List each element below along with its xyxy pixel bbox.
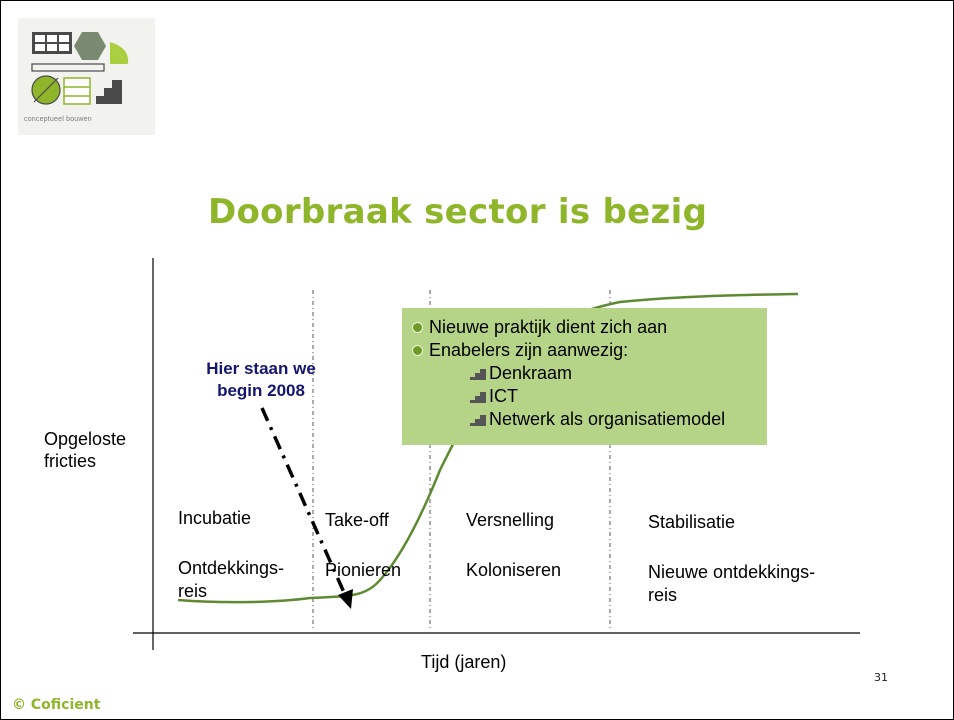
callout-bullet: Enabelers zijn aanwezig: [412,339,767,362]
logo-caption: conceptueel bouwen [24,116,92,123]
stairs-bullet-icon [470,391,486,403]
callout-bullet-text: Nieuwe praktijk dient zich aan [429,317,668,337]
callout-sub-item-text: ICT [489,386,518,406]
bullet-dot-icon [412,322,423,333]
stairs-bullet-icon [470,414,486,426]
bullet-dot-icon [412,345,423,356]
phase-activity-stabilisatie-line-1: Nieuwe ontdekkings- [648,562,816,582]
callout-sub-item-text: Netwerk als organisatiemodel [489,409,726,429]
callout-bullet-text: Enabelers zijn aanwezig: [429,340,629,360]
phase-activity-incubatie-line-2: reis [178,581,208,601]
slide-title: Doorbraak sector is bezig [208,192,708,232]
page-number: 31 [874,671,888,684]
phase-name-versnelling: Versnelling [466,510,555,530]
phase-name-incubatie: Incubatie [178,508,252,528]
annotation-line-2: begin 2008 [217,381,305,400]
annotation-line-1: Hier staan we [206,359,316,378]
phase-name-stabilisatie: Stabilisatie [648,512,736,532]
copyright-footer: © Coficient [12,697,101,713]
phase-activity-take-off: Pionieren [325,560,402,580]
s-curve [177,292,799,604]
annotation-label: Hier staan we begin 2008 [176,358,346,402]
enablers-callout: Nieuwe praktijk dient zich aan Enabelers… [402,308,767,445]
callout-sub-item-text: Denkraam [489,363,573,383]
phase-activity-versnelling: Koloniseren [466,560,562,580]
y-axis-label-line-2: fricties [44,451,97,471]
annotation-arrow-head [338,589,353,609]
phase-name-take-off: Take-off [325,510,389,530]
annotation-arrow-line [260,407,348,598]
callout-bullet: Nieuwe praktijk dient zich aan [412,316,767,339]
y-axis-label-line-1: Opgeloste [44,429,127,449]
logo-graphic [31,32,129,105]
callout-sub-item: ICT [412,385,767,408]
callout-sub-item: Netwerk als organisatiemodel [412,408,767,431]
phase-activity-incubatie-line-1: Ontdekkings- [178,558,285,578]
callout-sub-item: Denkraam [412,362,767,385]
phase-activity-stabilisatie-line-2: reis [648,585,678,605]
x-axis-label: Tijd (jaren) [421,652,507,672]
company-logo: conceptueel bouwen [18,18,155,135]
stairs-bullet-icon [470,368,486,380]
